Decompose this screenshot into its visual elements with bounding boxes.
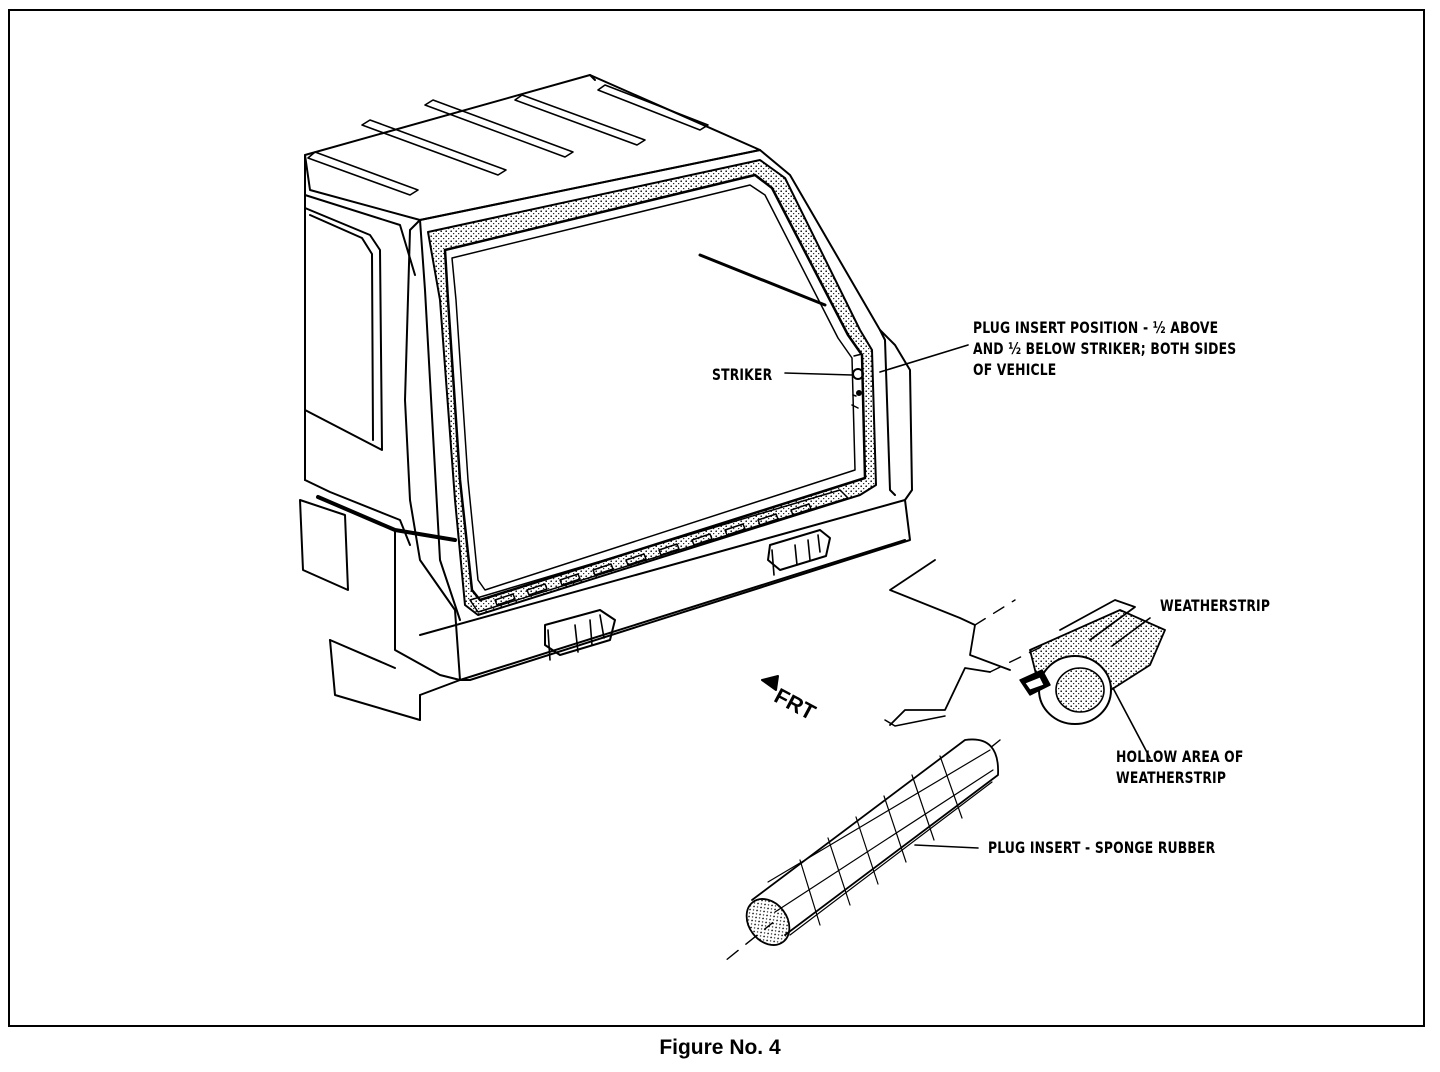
- figure-border: [8, 9, 1425, 1027]
- label-hollow-area-1: HOLLOW AREA OF: [1116, 747, 1244, 766]
- weatherstrip-detail: [884, 559, 1166, 727]
- label-plug-position-1: PLUG INSERT POSITION - ½ ABOVE: [973, 318, 1219, 337]
- figure-caption: Figure No. 4: [659, 1036, 781, 1059]
- door-sill: [469, 489, 849, 613]
- rear-opening-frame: [404, 149, 913, 681]
- front-arrow-icon: [761, 675, 779, 691]
- opening-weatherstrip: [427, 159, 877, 616]
- label-plug-insert: PLUG INSERT - SPONGE RUBBER: [988, 838, 1216, 857]
- plug-insert-sponge-rubber: [745, 738, 999, 946]
- hinge-right: [767, 529, 831, 576]
- hinge-left: [544, 609, 616, 661]
- striker: [851, 353, 864, 409]
- label-plug-position-2: AND ½ BELOW STRIKER; BOTH SIDES: [973, 339, 1237, 358]
- label-plug-position-3: OF VEHICLE: [973, 360, 1057, 379]
- label-striker: STRIKER: [712, 365, 773, 384]
- label-weatherstrip: WEATHERSTRIP: [1160, 596, 1271, 615]
- label-hollow-area-2: WEATHERSTRIP: [1116, 768, 1227, 787]
- lower-body: [419, 539, 906, 696]
- glass-reflection: [698, 253, 827, 307]
